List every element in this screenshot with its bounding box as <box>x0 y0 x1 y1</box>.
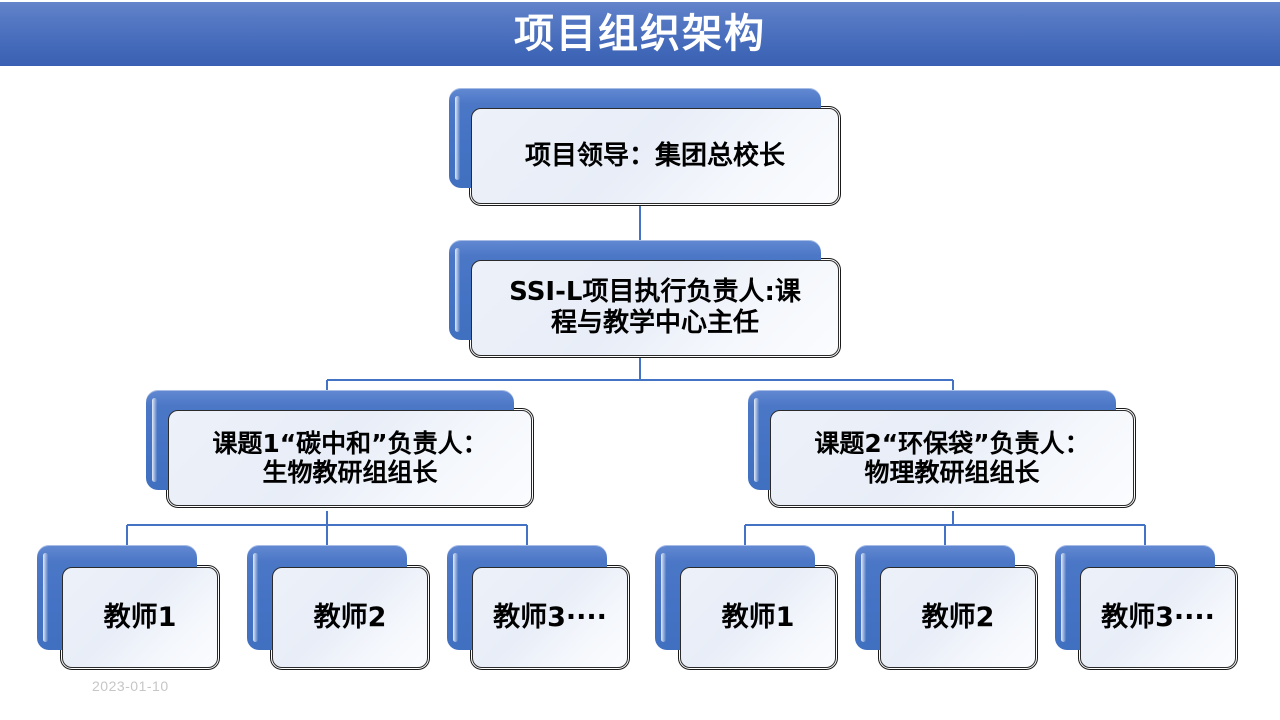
org-node-t2-teacher1[interactable]: 教师1 <box>655 545 855 670</box>
node-label: 教师1 <box>103 601 177 633</box>
org-node-t1-teacher3[interactable]: 教师3···· <box>447 545 647 670</box>
node-label: SSI-L项目执行负责人:课 程与教学中心主任 <box>509 277 801 338</box>
node-label: 教师1 <box>721 601 795 633</box>
node-label: 教师3···· <box>1101 601 1215 633</box>
node-label: 项目领导：集团总校长 <box>524 140 785 171</box>
node-card: 项目领导：集团总校长 <box>471 108 839 204</box>
footer-date: 2023-01-10 <box>92 678 169 694</box>
org-node-leader[interactable]: 项目领导：集团总校长 <box>449 88 859 206</box>
node-label: 教师2 <box>313 601 387 633</box>
org-node-t2-teacher3[interactable]: 教师3···· <box>1055 545 1255 670</box>
org-node-topic2[interactable]: 课题2“环保袋”负责人： 物理教研组组长 <box>748 390 1148 512</box>
page-title: 项目组织架构 <box>514 11 766 57</box>
node-card: 教师3···· <box>1080 567 1236 668</box>
org-node-t1-teacher2[interactable]: 教师2 <box>247 545 447 670</box>
slide-title-bar: 项目组织架构 <box>0 0 1280 68</box>
org-node-t2-teacher2[interactable]: 教师2 <box>855 545 1055 670</box>
node-card: 教师3···· <box>472 567 628 668</box>
org-node-executive[interactable]: SSI-L项目执行负责人:课 程与教学中心主任 <box>449 240 859 360</box>
org-node-topic1[interactable]: 课题1“碳中和”负责人： 生物教研组组长 <box>146 390 546 512</box>
node-card: 教师1 <box>680 567 836 668</box>
node-label: 课题1“碳中和”负责人： 生物教研组组长 <box>212 428 488 488</box>
node-label: 课题2“环保袋”负责人： 物理教研组组长 <box>814 428 1090 488</box>
node-card: 教师2 <box>272 567 428 668</box>
node-card: 课题2“环保袋”负责人： 物理教研组组长 <box>770 410 1134 506</box>
node-card: 教师2 <box>880 567 1036 668</box>
org-node-t1-teacher1[interactable]: 教师1 <box>37 545 237 670</box>
node-label: 教师3···· <box>493 601 607 633</box>
node-card: 教师1 <box>62 567 218 668</box>
node-card: SSI-L项目执行负责人:课 程与教学中心主任 <box>471 260 839 356</box>
node-card: 课题1“碳中和”负责人： 生物教研组组长 <box>168 410 532 506</box>
node-label: 教师2 <box>921 601 995 633</box>
